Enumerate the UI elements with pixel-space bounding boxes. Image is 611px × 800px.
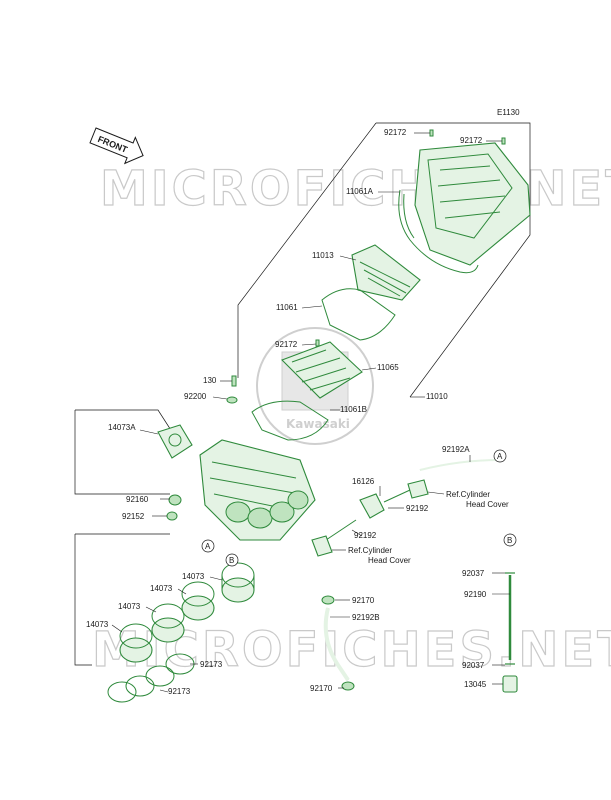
intake-duct-2 [181, 581, 215, 621]
label-ref-cyl-1: Ref.Cylinder [446, 490, 490, 499]
gasket-11061 [321, 288, 396, 341]
label-11061A: 11061A [346, 187, 374, 196]
callout-b-1: B [225, 553, 239, 567]
label-11065: 11065 [377, 363, 399, 372]
label-92160: 92160 [126, 495, 149, 504]
label-11010: 11010 [426, 392, 448, 401]
label-14073-b: 14073 [150, 584, 173, 593]
label-92192-a: 92192 [406, 504, 429, 513]
intake-duct-3 [151, 603, 185, 643]
label-92172-b: 92172 [460, 136, 483, 145]
label-92037-a: 92037 [462, 569, 485, 578]
intake-duct-1 [221, 562, 255, 603]
label-92037-b: 92037 [462, 661, 485, 670]
air-cleaner-cover [398, 142, 531, 274]
grommet-92160 [168, 494, 182, 506]
label-92170-a: 92170 [352, 596, 375, 605]
svg-text:B: B [507, 536, 512, 545]
label-ref-cyl-2: Ref.Cylinder [348, 546, 392, 555]
label-92192-b: 92192 [354, 531, 377, 540]
label-92152: 92152 [122, 512, 145, 521]
label-92173-a: 92173 [200, 660, 223, 669]
assembly-frame [74, 122, 531, 666]
label-92172-a: 92172 [384, 128, 407, 137]
air-filter-element [351, 244, 421, 301]
gasket-11061B [251, 400, 329, 441]
screw-92172-mid [315, 339, 320, 347]
washer-92200 [226, 396, 238, 404]
label-11013: 11013 [312, 251, 334, 260]
breather-valve-16126 [359, 479, 429, 519]
breather-hose-92192A [419, 459, 501, 471]
cap-13045 [502, 675, 518, 693]
svg-text:A: A [205, 542, 211, 551]
label-130: 130 [203, 376, 217, 385]
callout-a-1: A [201, 539, 215, 553]
label-14073-d: 14073 [86, 620, 109, 629]
label-92192B: 92192B [352, 613, 380, 622]
label-11061: 11061 [276, 303, 298, 312]
air-cleaner-case [199, 439, 316, 541]
drain-rod-92190 [505, 572, 515, 665]
intake-duct-4 [119, 623, 153, 663]
label-92173-b: 92173 [168, 687, 191, 696]
screen-plate [281, 341, 363, 399]
callout-b-2: B [503, 533, 517, 547]
callout-a-2: A [493, 449, 507, 463]
duct-bracket-14073A [157, 424, 193, 459]
part-labels: 92172 92172 11061A 11013 11061 92172 110… [86, 128, 509, 696]
hose-92192-lower [311, 519, 357, 557]
leader-lines [111, 132, 510, 693]
label-14073-c: 14073 [118, 602, 141, 611]
label-16126: 16126 [352, 477, 375, 486]
label-11061B: 11061B [340, 405, 367, 414]
label-ref-cyl-1b: Head Cover [466, 500, 509, 509]
label-14073-a: 14073 [182, 572, 205, 581]
label-ref-cyl-2b: Head Cover [368, 556, 411, 565]
svg-text:A: A [497, 452, 503, 461]
diagram-code: E1130 [497, 108, 520, 117]
label-13045: 13045 [464, 680, 487, 689]
collar-92152 [166, 511, 178, 521]
label-92200: 92200 [184, 392, 207, 401]
label-92172-mid: 92172 [275, 340, 298, 349]
label-92190: 92190 [464, 590, 487, 599]
svg-text:B: B [229, 556, 234, 565]
label-92170-b: 92170 [310, 684, 333, 693]
label-14073A: 14073A [108, 423, 136, 432]
hose-92192B [321, 595, 355, 691]
bolt-130 [231, 375, 237, 387]
logo-text: Kawasaki [286, 417, 350, 431]
label-92192A: 92192A [442, 445, 470, 454]
